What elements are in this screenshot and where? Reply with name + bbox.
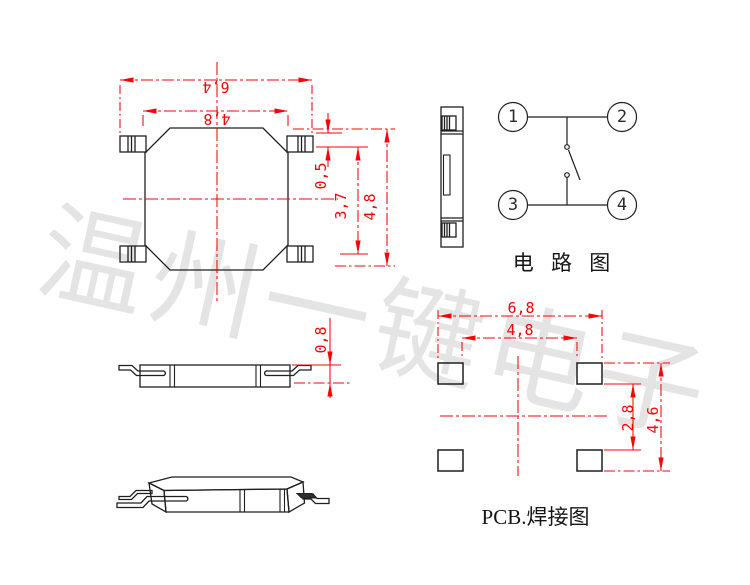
dim-3-7-lines — [340, 147, 368, 255]
pcb-pads — [437, 362, 603, 472]
dim-label-lead-offset: 0,5 — [312, 162, 330, 190]
pcb-centerlines — [440, 356, 608, 476]
top-view-body — [119, 127, 314, 271]
pcb-layout-title: PCB.焊接图 — [481, 505, 590, 529]
persp-lead-right-top — [295, 493, 318, 499]
dim-4-6-lines — [604, 362, 670, 472]
dim-label-pad-outer-height: 4,6 — [644, 406, 662, 434]
dim-label-pad-inner-width: 4,8 — [506, 321, 534, 339]
pin4-label: 4 — [616, 195, 628, 215]
gull-lead-left — [118, 364, 166, 377]
side-view-vertical — [440, 106, 464, 248]
persp-right-cap — [286, 481, 306, 514]
pin3-label: 3 — [507, 195, 519, 215]
dim-label-side-height: 0,8 — [312, 326, 330, 354]
dim-label-body-width: 4,8 — [203, 110, 231, 128]
gull-lead-right — [264, 364, 312, 377]
circuit-diagram-title: 电 路 图 — [512, 251, 617, 275]
dim-4-8-right-lines — [293, 128, 395, 267]
pin1-label: 1 — [507, 107, 519, 127]
top-view-lead-bottom-right — [286, 245, 314, 263]
pin2-label: 2 — [616, 107, 628, 127]
perspective-view — [116, 476, 330, 514]
persp-lead-left-lower — [116, 495, 189, 509]
dim-label-pad-outer-width: 6,8 — [507, 299, 535, 317]
dim-label-overall-width: 6,4 — [202, 78, 230, 96]
dim-4-8-pcb-lines — [461, 335, 578, 358]
dim-6-8-lines — [437, 310, 603, 358]
dim-label-body-height: 4,8 — [361, 193, 379, 221]
pad-top-right — [576, 362, 603, 385]
circuit-diagram — [497, 101, 638, 221]
switch-contact-bottom — [564, 172, 570, 178]
dim-label-lead-span: 3,7 — [332, 192, 350, 220]
persp-left-cap — [148, 481, 167, 514]
pad-bottom-left — [437, 449, 464, 472]
top-view-lead-top-left — [119, 135, 147, 153]
dim-label-pad-inner-height: 2,8 — [619, 404, 637, 432]
dim-4-8-top-lines — [142, 108, 289, 126]
dim-2-8-lines — [604, 383, 641, 451]
dim-6-4-lines — [119, 77, 313, 133]
pad-top-left — [437, 362, 464, 385]
pad-bottom-right — [576, 449, 603, 472]
switch-symbol — [566, 117, 581, 205]
top-view-centerlines — [123, 62, 338, 303]
top-view-lead-bottom-left — [119, 245, 147, 263]
dim-0-8-lines — [292, 318, 350, 398]
switch-contact-top — [564, 144, 570, 150]
persp-lead-left-upper — [118, 489, 153, 501]
side-view-horizontal — [118, 364, 312, 388]
top-view-lead-top-right — [286, 135, 314, 153]
